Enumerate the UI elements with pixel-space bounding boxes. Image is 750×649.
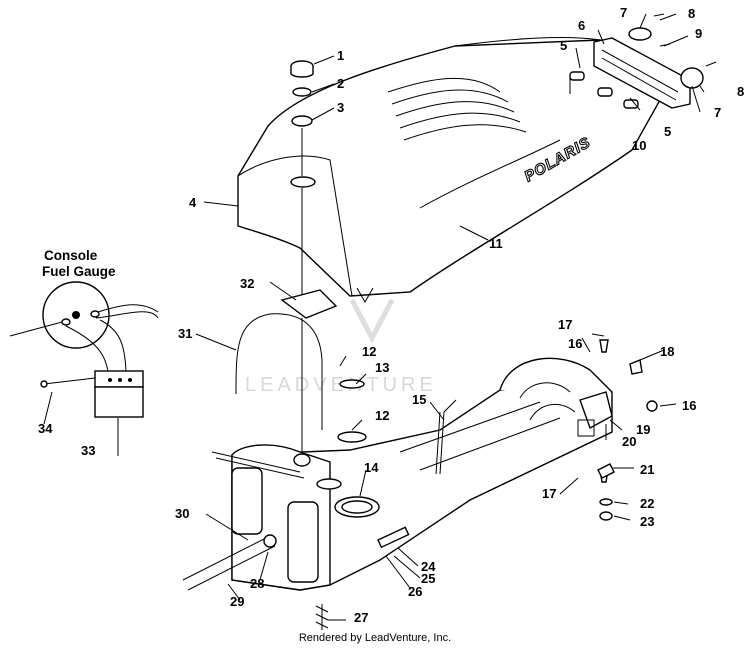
callout-16b: 16 <box>682 398 696 413</box>
callout-8b: 8 <box>737 84 744 99</box>
callout-21: 21 <box>640 462 654 477</box>
fuel-line <box>182 534 329 630</box>
callout-23: 23 <box>640 514 654 529</box>
footer-credit: Rendered by LeadVenture, Inc. <box>298 632 452 644</box>
callout-12b: 12 <box>375 408 389 423</box>
callout-2: 2 <box>337 76 344 91</box>
callout-20: 20 <box>622 434 636 449</box>
callout-15: 15 <box>412 392 426 407</box>
chassis-and-tank <box>211 357 613 591</box>
callout-12a: 12 <box>362 344 376 359</box>
callouts: 1 2 3 4 5 5 6 7 7 8 8 9 10 11 12 12 13 1… <box>38 5 744 625</box>
callout-11: 11 <box>489 236 503 251</box>
callout-1: 1 <box>337 48 344 63</box>
callout-9: 9 <box>695 26 702 41</box>
console-fuel-gauge: Console Fuel Gauge <box>9 248 159 418</box>
callout-3: 3 <box>337 100 344 115</box>
watermark-text: LEADVENTURE <box>245 374 437 396</box>
callout-29: 29 <box>230 594 244 609</box>
rear-bracket <box>569 13 717 109</box>
callout-5a: 5 <box>560 38 567 53</box>
callout-5b: 5 <box>664 124 671 139</box>
callout-34: 34 <box>38 421 53 436</box>
callout-27: 27 <box>354 610 368 625</box>
callout-19: 19 <box>636 422 650 437</box>
callout-32: 32 <box>240 276 254 291</box>
callout-25: 25 <box>421 571 435 586</box>
callout-14: 14 <box>364 460 379 475</box>
callout-26: 26 <box>408 584 422 599</box>
callout-31: 31 <box>178 326 192 341</box>
gauge-label-line1: Console <box>44 248 98 263</box>
callout-17a: 17 <box>558 317 572 332</box>
callout-16a: 16 <box>568 336 582 351</box>
callout-4: 4 <box>189 195 197 210</box>
right-hardware <box>577 339 658 521</box>
callout-30: 30 <box>175 506 189 521</box>
callout-6: 6 <box>578 18 585 33</box>
seat-assembly: POLARIS <box>237 37 661 304</box>
gauge-label-line2: Fuel Gauge <box>42 264 116 279</box>
callout-7b: 7 <box>714 105 721 120</box>
leader-lines <box>43 13 705 621</box>
callout-13: 13 <box>375 360 389 375</box>
gauge-hose-and-plate <box>235 289 338 430</box>
callout-24: 24 <box>421 559 436 574</box>
callout-10: 10 <box>632 138 646 153</box>
fuel-cap-stack <box>290 60 314 452</box>
callout-8a: 8 <box>688 6 695 21</box>
callout-22: 22 <box>640 496 654 511</box>
callout-18: 18 <box>660 344 674 359</box>
callout-17b: 17 <box>542 486 556 501</box>
callout-33: 33 <box>81 443 95 458</box>
callout-28: 28 <box>250 576 264 591</box>
callout-7a: 7 <box>620 5 627 20</box>
